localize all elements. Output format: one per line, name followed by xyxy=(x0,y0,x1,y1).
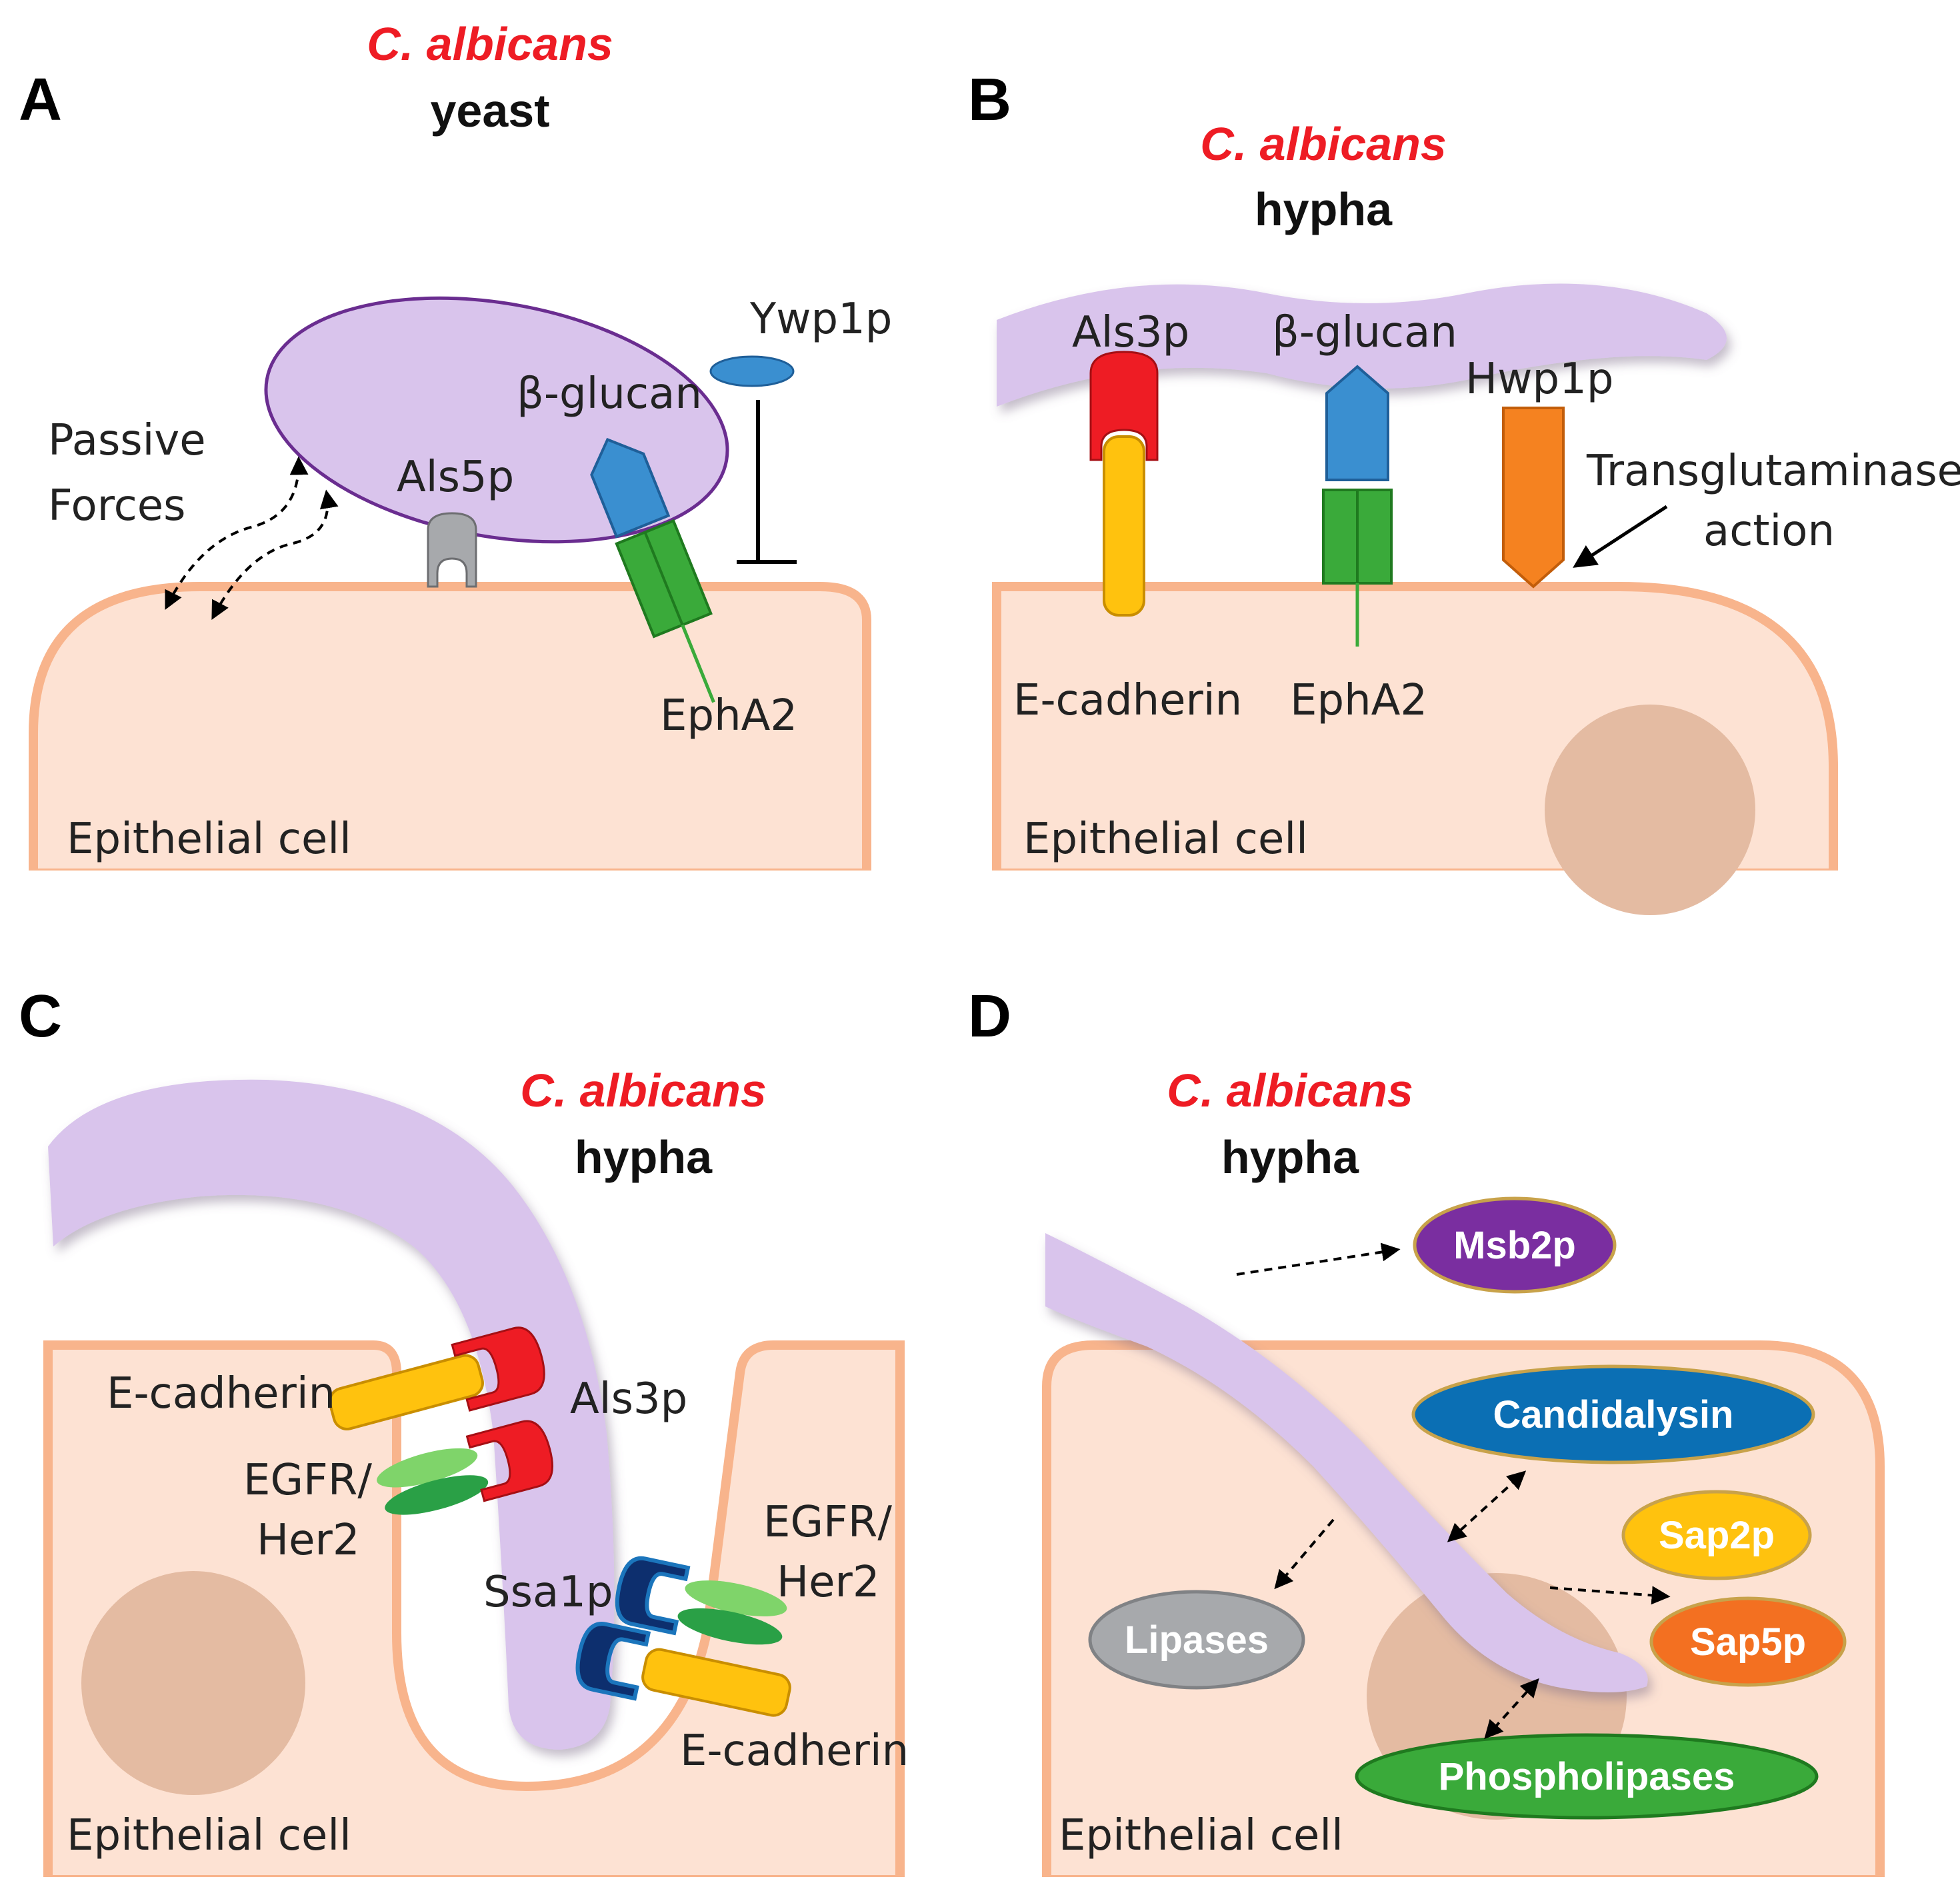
panel-b-species: C. albicans xyxy=(1200,118,1447,170)
phospholipases-molecule xyxy=(1355,1733,1819,1820)
egfr-receptor-c-right-1 xyxy=(685,1580,787,1616)
panel-b-morphology: hypha xyxy=(1255,183,1393,235)
sap2p-label: Sap2p xyxy=(1659,1514,1775,1557)
msb2p-label: Msb2p xyxy=(1453,1224,1576,1267)
ecadherin-label-c-left: E-cadherin xyxy=(107,1369,335,1418)
als5p-receptor xyxy=(427,512,477,588)
hypha-c xyxy=(48,1079,615,1750)
ecadherin-label-b: E-cadherin xyxy=(1013,676,1242,725)
epha2-label-b: EphA2 xyxy=(1290,676,1427,725)
als3p-adhesin-c-bottom xyxy=(465,1420,554,1502)
sap5p-molecule xyxy=(1649,1596,1847,1687)
candidalysin-label: Candidalysin xyxy=(1493,1393,1734,1436)
als3p-label-c: Als3p xyxy=(570,1374,687,1424)
hypha-b xyxy=(997,283,1727,407)
panel-b: B C. albicans hypha Als3p β-glucan Hwp1p… xyxy=(968,67,1960,915)
beta-glucan-epha2-a xyxy=(590,437,715,703)
phospholipases-label: Phospholipases xyxy=(1439,1755,1735,1798)
ywp1p-label: Ywp1p xyxy=(749,295,892,344)
nucleus-b xyxy=(1545,705,1755,915)
transglutaminase-arrow xyxy=(1573,505,1668,568)
ecadherin-receptor-b xyxy=(1103,435,1145,617)
ssa1p-adhesin-c-top xyxy=(615,1556,691,1636)
panel-a-species: C. albicans xyxy=(367,18,613,70)
panel-b-letter: B xyxy=(968,67,1011,133)
egfr-als3p-c-left xyxy=(377,1420,554,1515)
beta-glucan-label-b: β-glucan xyxy=(1272,308,1457,357)
passive-force-arrow-2 xyxy=(211,489,339,620)
panel-c: C C. albicans hypha E xyxy=(19,983,909,1888)
epithelial-cell-label-c: Epithelial cell xyxy=(67,1811,351,1860)
lipases-secretion-arrow xyxy=(1274,1518,1335,1590)
epithelial-cell-label-a: Epithelial cell xyxy=(67,815,351,864)
panel-a-morphology: yeast xyxy=(430,85,549,137)
ecadherin-label-c-right: E-cadherin xyxy=(680,1726,909,1776)
panel-a-letter: A xyxy=(19,67,62,133)
panel-d-morphology: hypha xyxy=(1221,1131,1359,1183)
ecadherin-receptor-c-right xyxy=(641,1648,791,1717)
ywp1p-protein xyxy=(709,355,795,387)
panel-d-species: C. albicans xyxy=(1167,1064,1413,1116)
als3p-adhesin-c-top xyxy=(451,1326,545,1412)
panel-a: A C. albicans yeast Passive Forces Als5p… xyxy=(19,18,892,881)
candidalysin-molecule xyxy=(1411,1364,1815,1464)
beta-glucan-label-a: β-glucan xyxy=(517,369,702,419)
epithelial-cell-label-d: Epithelial cell xyxy=(1059,1811,1343,1860)
epithelial-cell-a xyxy=(29,582,871,878)
lipases-label: Lipases xyxy=(1125,1618,1269,1662)
epithelial-cell-label-b: Epithelial cell xyxy=(1023,815,1308,864)
hypha-d xyxy=(1045,1233,1648,1692)
ssa1p-egfr-c xyxy=(615,1556,787,1645)
ecadherin-als3p-c-top xyxy=(328,1326,545,1430)
als3p-ecadherin-b xyxy=(1089,351,1159,617)
beta-glucan-b xyxy=(1325,365,1389,481)
als5p-label: Als5p xyxy=(397,453,514,502)
msb2p-secretion-arrow xyxy=(1236,1242,1401,1276)
ecadherin-receptor-c-left xyxy=(328,1354,484,1430)
passive-forces-label-2: Forces xyxy=(48,481,186,531)
egfr-receptor-c-right-2 xyxy=(677,1608,783,1645)
transglutaminase-label-1: Transglutaminase xyxy=(1586,447,1960,496)
egfr-label-c-right-1: EGFR/ xyxy=(763,1498,892,1547)
ssa1p-label-c: Ssa1p xyxy=(483,1568,613,1617)
phospholipases-secretion-arrow xyxy=(1484,1678,1539,1740)
nucleus-c xyxy=(81,1571,305,1795)
ssa1p-adhesin-c-bottom xyxy=(575,1622,651,1701)
msb2p-molecule xyxy=(1413,1196,1617,1294)
passive-forces-label-1: Passive xyxy=(48,416,206,465)
panel-c-letter: C xyxy=(19,983,62,1050)
candidalysin-secretion-arrow xyxy=(1447,1470,1527,1542)
egfr-label-c-left-2: Her2 xyxy=(257,1516,360,1565)
sap5p-label: Sap5p xyxy=(1690,1620,1806,1664)
panel-c-morphology: hypha xyxy=(575,1131,713,1183)
egfr-label-c-left-1: EGFR/ xyxy=(243,1456,372,1505)
beta-glucan-a xyxy=(590,437,671,539)
egfr-receptor-c-left-1 xyxy=(377,1448,478,1488)
sap2p-molecule xyxy=(1621,1490,1812,1580)
sap-secretion-arrow xyxy=(1549,1586,1671,1605)
hwp1p-adhesin xyxy=(1502,407,1565,589)
lipases-molecule xyxy=(1088,1590,1305,1690)
beta-glucan-epha2-b xyxy=(1322,365,1393,647)
epha2-label-a: EphA2 xyxy=(660,691,797,741)
hwp1p-label: Hwp1p xyxy=(1465,355,1613,404)
als3p-adhesin-b xyxy=(1089,351,1159,461)
panel-d: D C. albicans hypha Msb2p Candidalysin S… xyxy=(968,983,1887,1888)
panel-d-letter: D xyxy=(968,983,1011,1050)
egfr-label-c-right-2: Her2 xyxy=(777,1558,880,1607)
transglutaminase-label-2: action xyxy=(1703,507,1835,556)
ssa1p-ecadherin-c xyxy=(575,1622,791,1717)
als3p-label-b: Als3p xyxy=(1072,308,1189,357)
egfr-receptor-c-left-2 xyxy=(385,1475,489,1515)
panel-c-species: C. albicans xyxy=(520,1064,767,1116)
